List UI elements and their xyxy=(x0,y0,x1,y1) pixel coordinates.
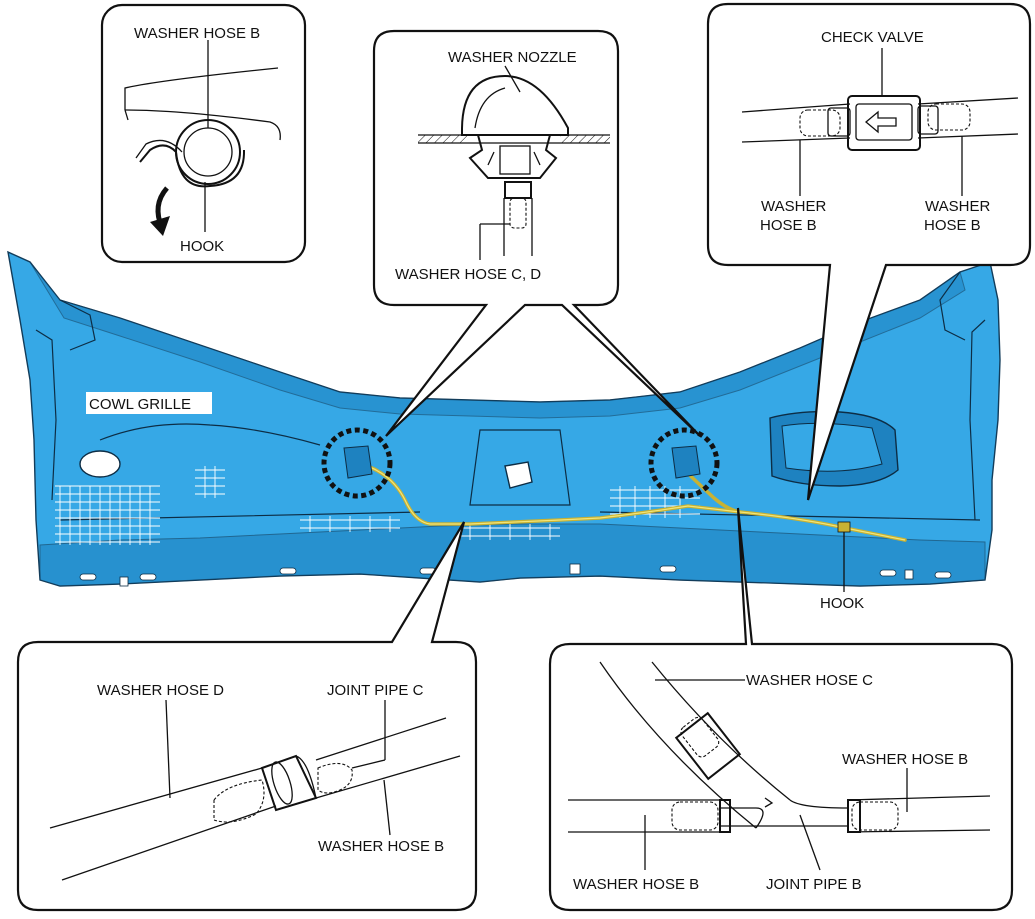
main-hook-label-group: HOOK xyxy=(820,532,864,612)
cowl-grille-label-group: COWL GRILLE xyxy=(86,392,212,414)
check-valve-callout: CHECK VALVE WASHER HOSE B WASHER HOSE B xyxy=(706,2,1032,501)
grille-mesh xyxy=(55,466,700,545)
joint-b-hose-b-left-label: WASHER HOSE B xyxy=(573,876,699,893)
check-right-label-2: HOSE B xyxy=(924,217,981,234)
joint-b-hose-b-right-label: WASHER HOSE B xyxy=(842,751,968,768)
joint-b-pipe-label: JOINT PIPE B xyxy=(766,876,862,893)
check-right-label-1: WASHER xyxy=(925,198,990,215)
cowl-grille-panel xyxy=(7,250,1001,587)
hook-detail-hook-label: HOOK xyxy=(180,238,224,255)
nozzle-location-right xyxy=(648,427,720,499)
nozzle-location-left xyxy=(321,427,393,499)
check-left-label-1: WASHER xyxy=(761,198,826,215)
joint-pipe-c-callout: WASHER HOSE D JOINT PIPE C WASHER HOSE B xyxy=(16,521,478,912)
nozzle-title-label: WASHER NOZZLE xyxy=(448,49,577,66)
hook-detail-callout: WASHER HOSE B HOOK xyxy=(100,3,307,264)
check-left-label-2: HOSE B xyxy=(760,217,817,234)
cowl-grille-label: COWL GRILLE xyxy=(89,396,191,413)
nozzle-hose-label: WASHER HOSE C, D xyxy=(395,266,541,283)
washer-hose-routing xyxy=(352,460,907,542)
hook-detail-hose-label: WASHER HOSE B xyxy=(134,25,260,42)
check-valve-label: CHECK VALVE xyxy=(821,29,924,46)
joint-c-pipe-label: JOINT PIPE C xyxy=(327,682,424,699)
joint-b-hose-c-label: WASHER HOSE C xyxy=(746,672,873,689)
joint-pipe-b-callout: WASHER HOSE C WASHER HOSE B WASHER HOSE … xyxy=(548,507,1014,912)
joint-c-hose-b-label: WASHER HOSE B xyxy=(318,838,444,855)
washer-nozzle-callout: WASHER NOZZLE WASHER HOSE C, D xyxy=(372,29,701,437)
main-hook-label: HOOK xyxy=(820,595,864,612)
main-hook-clip xyxy=(837,521,851,533)
joint-c-hose-d-label: WASHER HOSE D xyxy=(97,682,224,699)
